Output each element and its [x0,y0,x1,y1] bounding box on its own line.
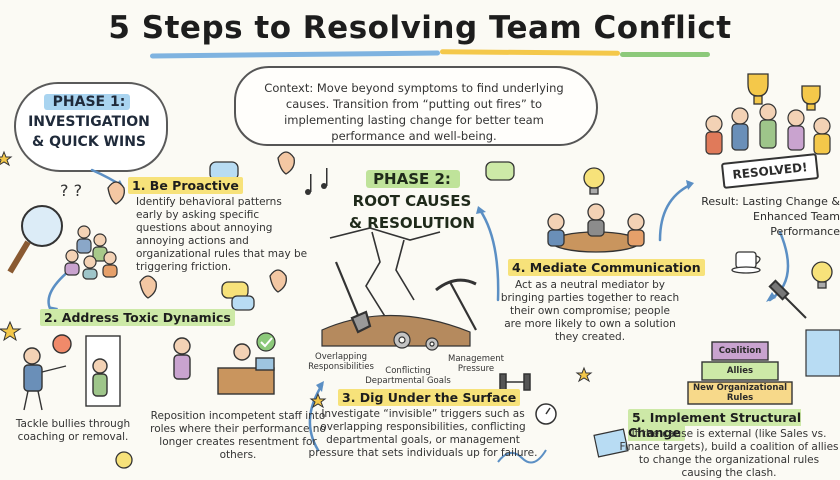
lightbulb-icon [115,167,833,469]
celebrating-team [705,103,831,155]
phase1-line3: & QUICK WINS [31,134,146,150]
speech-bubble-icon [209,161,515,311]
step2-body-a: Tackle bullies through coaching or remov… [15,418,131,443]
root-label-pressure: Management Pressure [448,354,504,374]
gear-icon [393,331,439,351]
people-group [64,225,118,280]
pickaxe-icon [435,278,477,331]
phase1-label: PHASE 1: INVESTIGATION & QUICK WINS [14,92,164,152]
ground-crack [329,227,441,319]
pyramid [687,341,793,405]
step3-title: 3. Dig Under the Surface [338,389,521,406]
pyramid-base-label: New Organizational Rules [692,383,788,403]
step5-title: 5. Implement Structural Change [628,409,840,441]
step1-title-text: 1. Be Proactive [128,177,243,194]
svg-text:? ?: ? ? [60,181,82,200]
step1-body: Identify behavioral patterns early by as… [136,196,308,273]
step2-title: 2. Address Toxic Dynamics [40,309,235,326]
step3-title-text: 3. Dig Under the Surface [338,389,521,406]
reposition-scene [173,337,275,395]
arrow-step1-to-step2 [47,268,72,314]
arrow-result-to-step5 [768,230,790,302]
phase1-line1: PHASE 1: [52,94,126,110]
dumbbell-icon [499,373,531,391]
blueprint-icon [593,329,840,458]
result-text: Result: Lasting Change & Enhanced Team P… [688,194,840,239]
root-label-overlap: Overlapping Responsibilities [308,352,374,372]
phase2-highlight [366,170,460,188]
pyramid-mid-label: Allies [726,366,754,376]
phase2-line1: PHASE 2: [373,170,451,188]
pyramid-top-label: Coalition [718,346,762,356]
step2-title-text: 2. Address Toxic Dynamics [40,309,235,326]
stopwatch-icon [535,403,557,425]
music-note-icon [305,168,328,195]
ear-icon [107,151,295,299]
step2-body-b: Reposition incompetent staff into roles … [150,410,326,461]
magnifier-icon [7,205,63,274]
result-line1: Result: Lasting Change & [701,195,840,208]
arrow-step2-to-step3 [308,383,324,452]
mediation-scene [547,203,645,253]
phase2-line2: ROOT CAUSES [352,192,472,210]
checkmark-icon [256,332,276,352]
phase2-line3: & RESOLUTION [349,214,475,232]
arrow-step4-to-result [658,183,692,242]
page-title: 5 Steps to Resolving Team Conflict [108,10,732,46]
root-label-conflict: Conflicting Departmental Goals [365,366,451,386]
trophy-icon [747,73,821,111]
arrow-step3-to-step4 [478,208,500,302]
result-line2: Enhanced Team Performance [753,210,840,238]
bully-scene [23,334,121,411]
step3-body: Investigate “invisible” triggers such as… [308,408,538,459]
context-text: Context: Move beyond symptoms to find un… [264,81,564,143]
star-icon [0,150,593,409]
step1-title: 1. Be Proactive [128,177,243,194]
title-underline-green [620,52,710,57]
step4-title: 4. Mediate Communication [508,259,705,276]
hammer-icon [768,279,807,319]
coffee-cup-icon [731,251,761,274]
phase1-line2: INVESTIGATION [28,114,150,130]
trend-line [497,449,547,464]
context-cloud [234,66,598,146]
step4-body: Act as a neutral mediator by bringing pa… [500,279,680,343]
step4-title-text: 4. Mediate Communication [508,259,705,276]
phase2-label: PHASE 2: ROOT CAUSES & RESOLUTION [322,168,502,234]
shovel-icon [334,261,372,334]
step5-body: If the cause is external (like Sales vs.… [619,428,839,479]
phase1-highlight [44,94,130,110]
